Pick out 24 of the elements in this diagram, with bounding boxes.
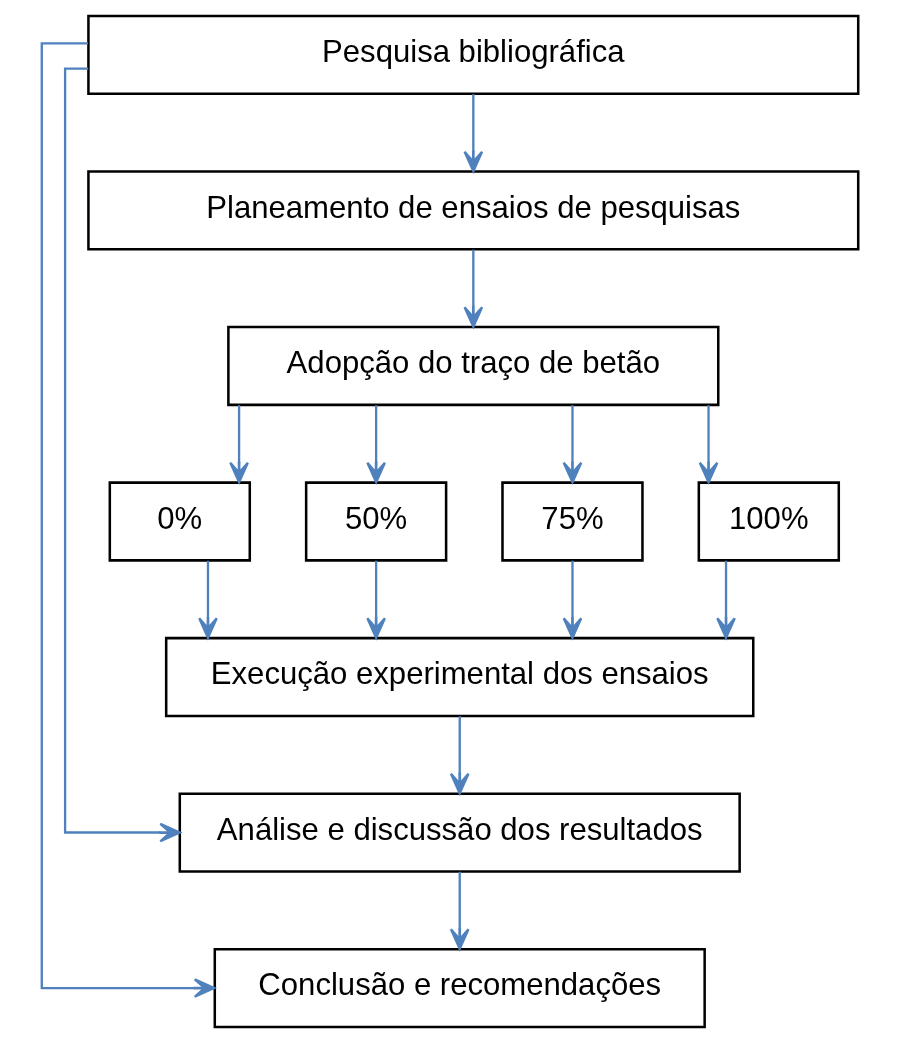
node-box: Adopção do traço de betão [227, 325, 720, 407]
arrow [698, 405, 719, 484]
arrow [463, 94, 484, 173]
arrow [63, 67, 181, 843]
node-box: Análise e discussão dos resultados [178, 792, 741, 873]
arrow [366, 405, 387, 484]
arrow [449, 716, 470, 795]
arrow [366, 560, 387, 639]
node-box: Execução experimental dos ensaios [164, 636, 755, 718]
arrow [449, 871, 470, 950]
arrow [716, 560, 736, 639]
arrow [198, 560, 218, 639]
arrow [40, 42, 216, 998]
node-box: Planeamento de ensaios de pesquisas [87, 170, 860, 251]
arrow [463, 249, 484, 328]
node-box: 75% [501, 481, 644, 562]
arrow [562, 405, 583, 484]
node-box: 50% [304, 481, 448, 562]
node-box: Conclusão e recomendações [213, 947, 706, 1029]
arrow [562, 560, 583, 639]
node-box: Pesquisa bibliográfica [87, 14, 860, 96]
node-box: 100% [697, 481, 841, 562]
arrow [229, 405, 249, 484]
node-box: 0% [108, 481, 252, 562]
